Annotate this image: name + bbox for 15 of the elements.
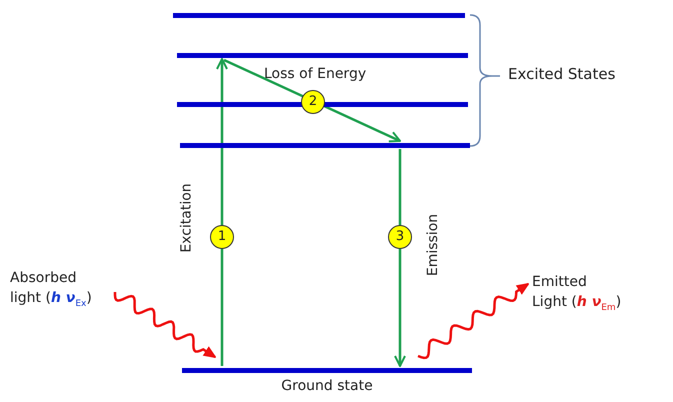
level-label: Ground state: [280, 377, 374, 396]
callout-number: 2: [301, 90, 325, 114]
group-label: Excited States: [508, 64, 616, 84]
wavy-arrow: [114, 292, 216, 358]
light-label: Absorbed light (h ν$_{Ex}$): [10, 268, 110, 314]
arrow: [216, 58, 228, 366]
arrow: [223, 58, 401, 142]
light-label: Emitted Light (h ν$_{Em}$): [532, 272, 622, 318]
callout-number: 1: [210, 225, 234, 249]
edge-label: Loss of Energy: [264, 65, 366, 84]
edge-label: Emission: [424, 214, 442, 276]
wavy-arrow: [418, 282, 530, 360]
callout-number: 3: [388, 225, 412, 249]
edge-label: Excitation: [177, 183, 196, 253]
arrow: [394, 149, 406, 367]
